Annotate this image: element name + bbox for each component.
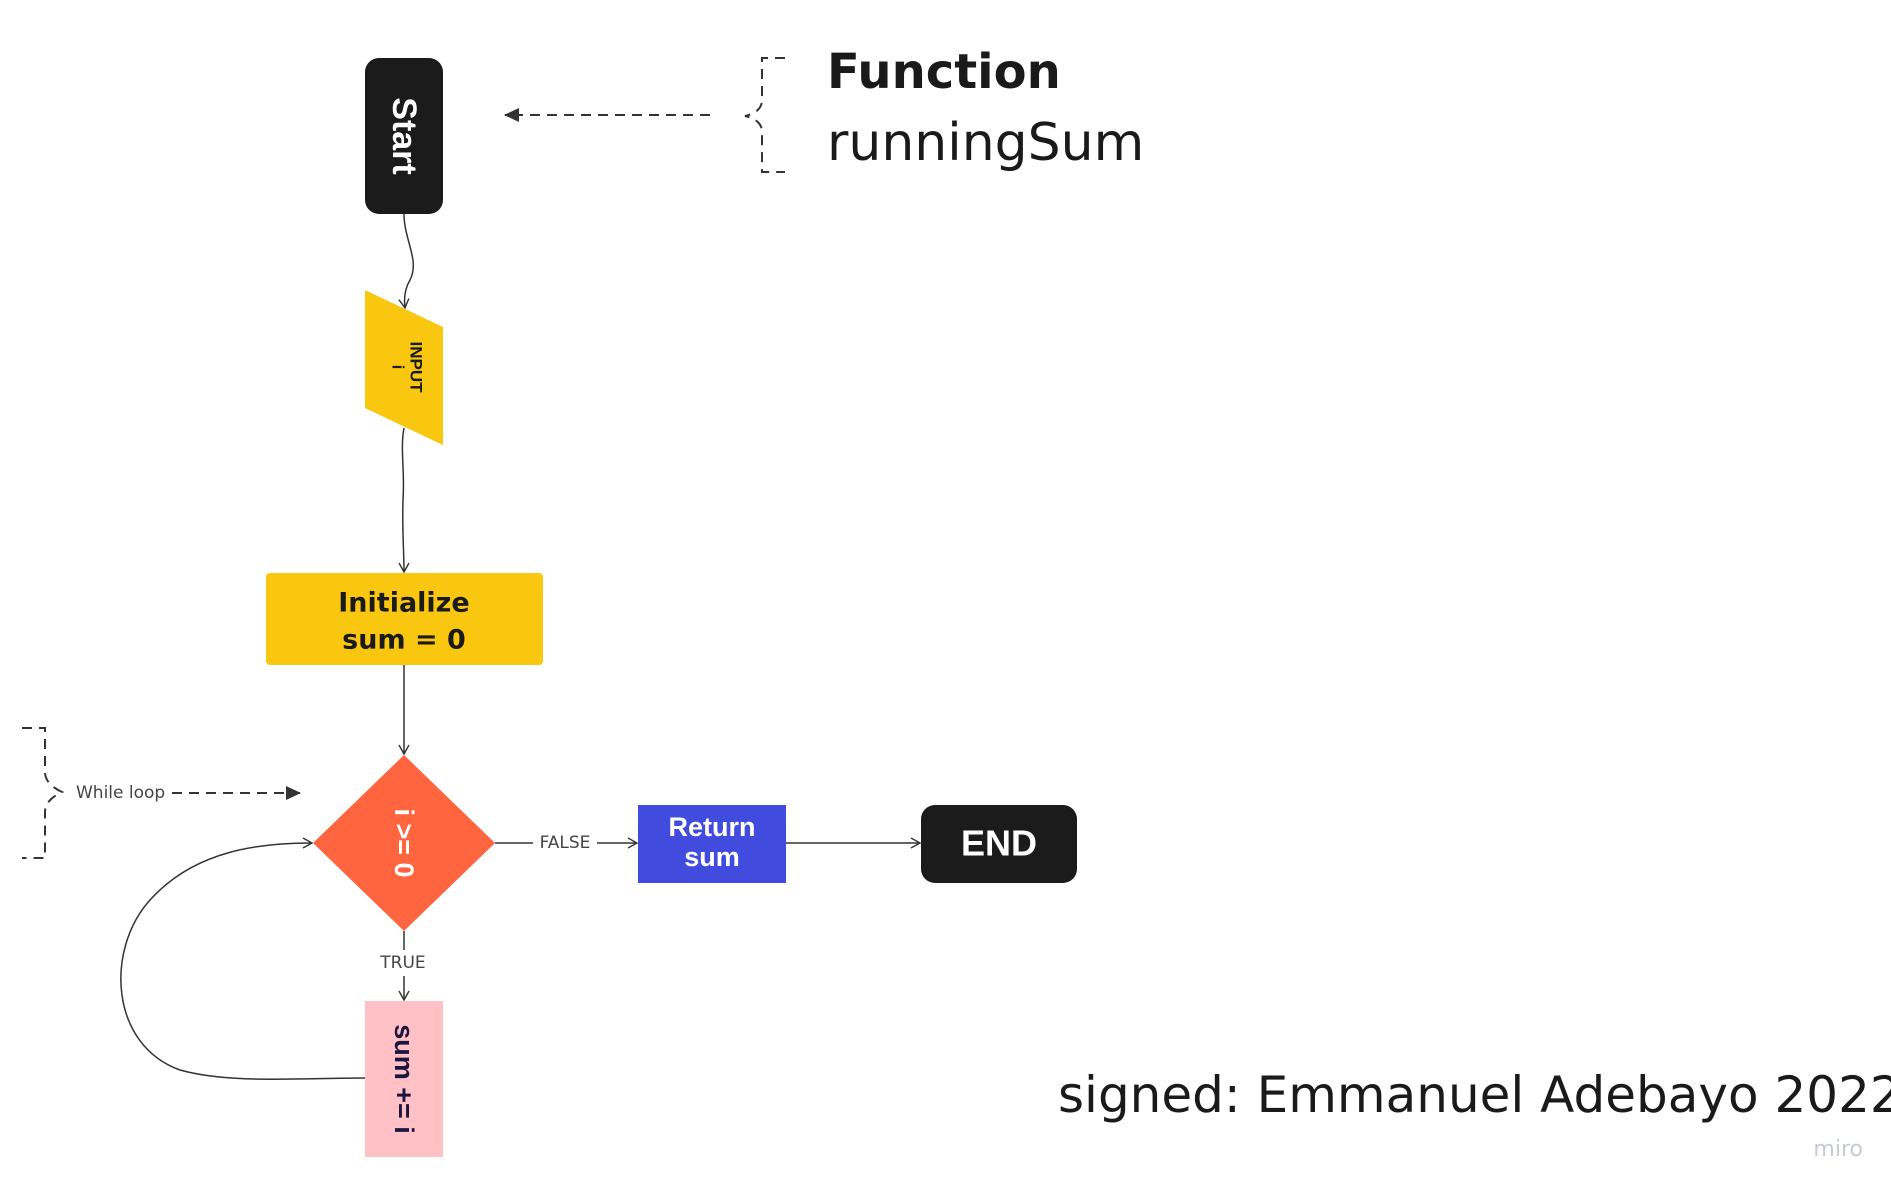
edge-input-initialize: [398, 427, 410, 574]
function-name: runningSum: [827, 113, 1144, 173]
signature: signed: Emmanuel Adebayo 2022: [1058, 1066, 1891, 1124]
true-label: TRUE: [379, 953, 425, 973]
start-label: Start: [385, 97, 423, 174]
loop-annotation: While loop: [76, 783, 165, 803]
edge-start-input: [398, 213, 415, 310]
body-label: sum += i: [389, 1024, 419, 1134]
input-label-group: INPUT i: [389, 342, 426, 394]
input-label: INPUT: [407, 342, 426, 394]
initialize-node[interactable]: [266, 573, 543, 665]
condition-node[interactable]: [313, 755, 495, 931]
initialize-value: sum = 0: [342, 625, 466, 656]
start-node[interactable]: [365, 58, 443, 214]
edge-loop-back: [120, 837, 366, 1081]
body-node[interactable]: [365, 1001, 443, 1157]
condition-label: i >= 0: [389, 808, 419, 877]
loop-brace-icon: [22, 727, 65, 859]
return-label: Return: [669, 812, 756, 842]
return-node[interactable]: [638, 805, 786, 883]
input-node[interactable]: [365, 290, 443, 445]
initialize-label: Initialize: [338, 588, 469, 619]
return-value: sum: [684, 842, 740, 872]
end-node[interactable]: [921, 805, 1077, 883]
diagram-title: Function: [827, 44, 1061, 100]
header-brace-icon: [744, 57, 785, 173]
end-label: END: [961, 823, 1037, 864]
miro-watermark: miro: [1813, 1137, 1863, 1162]
input-param: i: [389, 365, 408, 370]
false-label: FALSE: [540, 833, 591, 853]
